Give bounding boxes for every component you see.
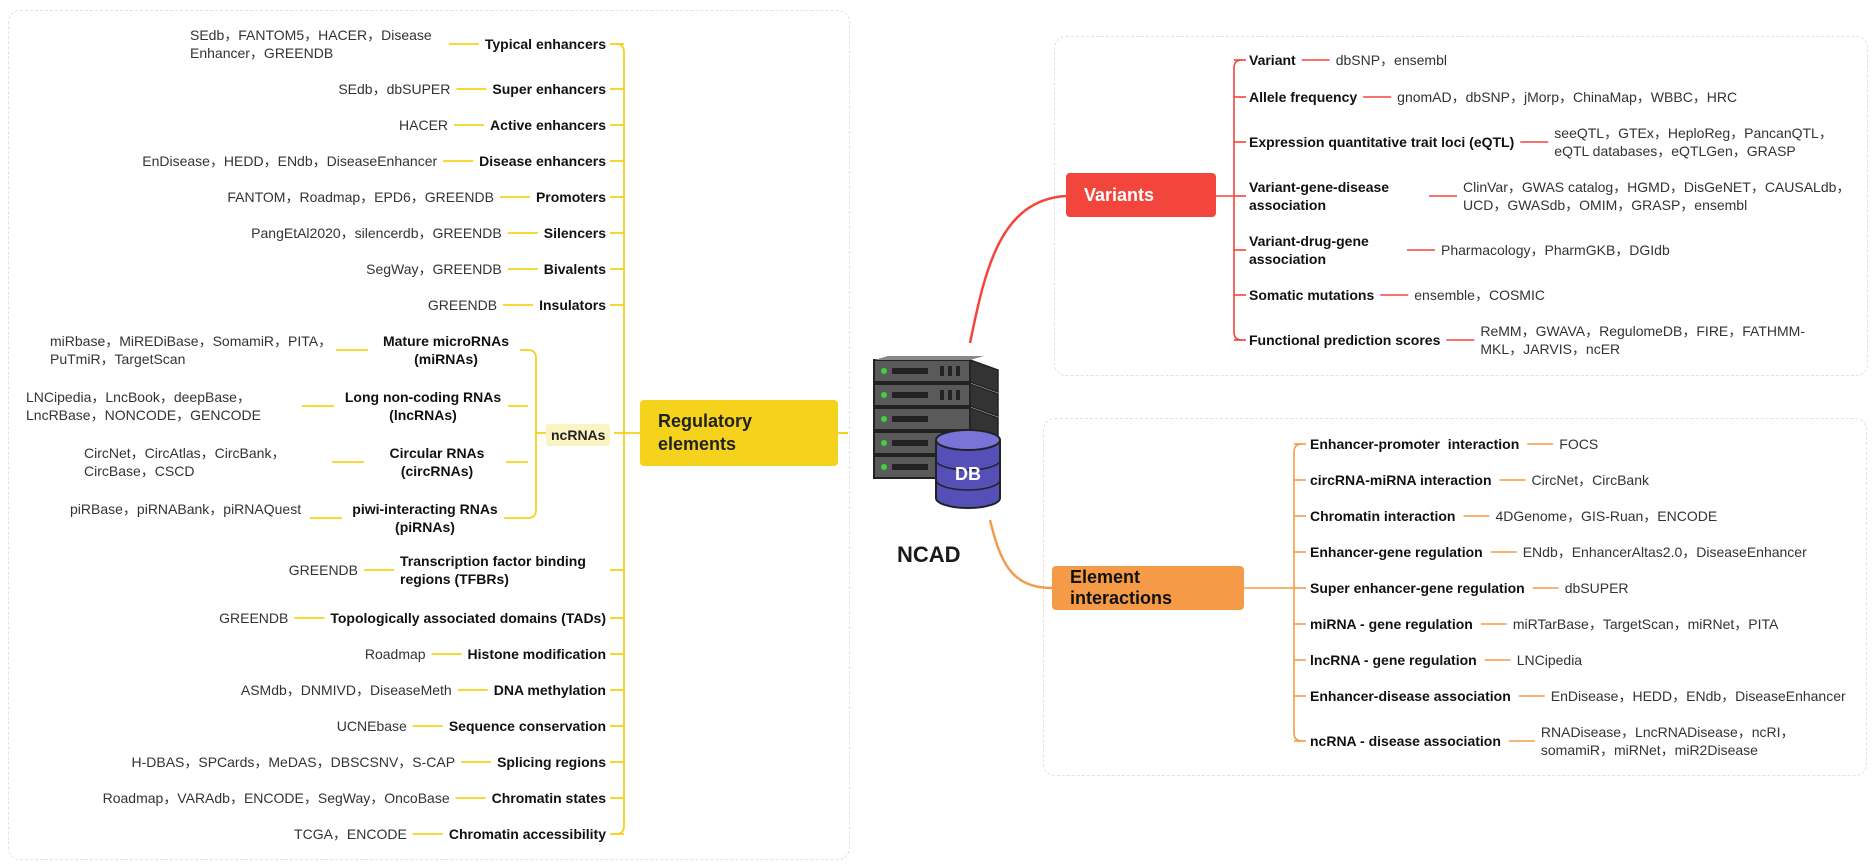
variants-item-sources: ClinVar，GWAS catalog，HGMD，DisGeNET，CAUSA… xyxy=(1463,179,1851,213)
variants-item-sources: gnomAD，dbSNP，jMorp，ChinaMap，WBBC，HRC xyxy=(1397,89,1738,105)
element-interactions-title: Element interactions xyxy=(1070,567,1173,608)
variants-item-label: Somatic mutations xyxy=(1249,287,1375,303)
ncad-title: NCAD xyxy=(897,542,961,567)
ncrna-item-sources: piRBase，piRNABank，piRNAQuest xyxy=(70,501,302,517)
ncrna-item-sources: LNCipedia，LncBook，deepBase，LncRBase，NONC… xyxy=(26,389,261,423)
ncrna-node[interactable]: ncRNAs xyxy=(546,424,611,446)
regulatory-item-label: Splicing regions xyxy=(497,754,606,770)
regulatory-item-sources: TCGA，ENCODE xyxy=(294,826,407,842)
regulatory-item-sources: FANTOM，Roadmap，EPD6，GREENDB xyxy=(227,189,494,205)
interactions-item-label: lncRNA - gene regulation xyxy=(1310,652,1477,668)
regulatory-item-sources: SEdb，dbSUPER xyxy=(338,81,451,97)
variants-region xyxy=(1054,36,1868,376)
regulatory-elements-topic[interactable]: Regulatory elements xyxy=(640,400,838,466)
regulatory-item-sources: HACER xyxy=(399,117,449,133)
regulatory-item-label: Topologically associated domains (TADs) xyxy=(330,610,606,626)
element-interactions-topic[interactable]: Element interactions xyxy=(1052,566,1244,610)
interactions-item-sources: dbSUPER xyxy=(1564,580,1629,596)
regulatory-item-label: Transcription factor binding regions (TF… xyxy=(400,553,586,587)
ncrna-item-sources: miRbase，MiREDiBase，SomamiR，PITA，PuTmiR，T… xyxy=(50,333,333,367)
interactions-item-label: Enhancer-gene regulation xyxy=(1310,544,1483,560)
variants-item-sources: ReMM，GWAVA，RegulomeDB，FIRE，FATHMM-MKL，JA… xyxy=(1480,323,1805,357)
database-server-icon: DB xyxy=(873,356,1001,509)
variants-item-label: Functional prediction scores xyxy=(1249,332,1441,348)
regulatory-item-label: Typical enhancers xyxy=(484,36,606,52)
interactions-item-sources: FOCS xyxy=(1559,436,1599,452)
variants-topic[interactable]: Variants xyxy=(1066,173,1216,217)
regulatory-item-label: Disease enhancers xyxy=(479,153,606,169)
regulatory-item-sources: Roadmap xyxy=(364,646,426,662)
regulatory-item-sources: ASMdb，DNMIVD，DiseaseMeth xyxy=(240,682,452,698)
regulatory-item-label: Silencers xyxy=(543,225,606,241)
variants-item-sources: seeQTL，GTEx，HeploReg，PancanQTL，eQTL data… xyxy=(1554,125,1833,159)
regulatory-item-sources: SegWay，GREENDB xyxy=(366,261,502,277)
interactions-item-label: Enhancer-disease association xyxy=(1310,688,1511,704)
regulatory-item-sources: SEdb，FANTOM5，HACER，Disease Enhancer，GREE… xyxy=(190,27,432,61)
ncrna-item-label: Mature microRNAs (miRNAs) xyxy=(382,333,510,367)
ncrna-item-sources: CircNet，CircAtlas，CircBank，CircBase，CSCD xyxy=(84,445,286,479)
regulatory-item-label: Chromatin accessibility xyxy=(448,826,606,842)
ncrna-item-label: Long non-coding RNAs (lncRNAs) xyxy=(344,389,502,423)
interactions-item-sources: miRTarBase，TargetScan，miRNet，PITA xyxy=(1512,616,1779,632)
variants-item-sources: dbSNP，ensembl xyxy=(1335,52,1447,68)
regulatory-item-sources: H-DBAS，SPCards，MeDAS，DBSCSNV，S-CAP xyxy=(131,754,456,770)
interactions-item-sources: EnDisease，HEDD，ENdb，DiseaseEnhancer xyxy=(1550,688,1846,704)
interactions-item-label: Chromatin interaction xyxy=(1310,508,1456,524)
regulatory-item-sources: UCNEbase xyxy=(336,718,407,734)
ncrna-item-label: Circular RNAs (circRNAs) xyxy=(389,445,485,479)
interactions-item-sources: ENdb，EnhancerAltas2.0，DiseaseEnhancer xyxy=(1522,544,1807,560)
regulatory-item-sources: EnDisease，HEDD，ENdb，DiseaseEnhancer xyxy=(142,153,438,169)
interactions-item-sources: RNADisease，LncRNADisease，ncRI，somamiR，mi… xyxy=(1540,724,1795,758)
regulatory-item-label: Histone modification xyxy=(467,646,606,662)
variants-item-label: Variant-drug-gene association xyxy=(1249,233,1369,267)
interactions-item-label: Super enhancer-gene regulation xyxy=(1310,580,1525,596)
regulatory-item-label: Sequence conservation xyxy=(448,718,606,734)
interactions-item-sources: CircNet，CircBank xyxy=(1531,472,1649,488)
regulatory-item-label: DNA methylation xyxy=(493,682,606,698)
regulatory-item-label: Active enhancers xyxy=(490,117,606,133)
interactions-item-sources: 4DGenome，GIS-Ruan，ENCODE xyxy=(1495,508,1718,524)
regulatory-region xyxy=(8,10,850,860)
regulatory-item-label: Bivalents xyxy=(543,261,606,277)
regulatory-item-label: Super enhancers xyxy=(492,81,606,97)
regulatory-item-label: Promoters xyxy=(535,189,606,205)
variants-item-sources: ensemble，COSMIC xyxy=(1414,287,1545,303)
interactions-region xyxy=(1043,418,1867,776)
regulatory-item-sources: PangEtAl2020，silencerdb，GREENDB xyxy=(251,225,502,241)
variants-item-label: Allele frequency xyxy=(1249,89,1358,105)
db-label: DB xyxy=(955,464,981,484)
interactions-item-label: miRNA - gene regulation xyxy=(1310,616,1473,632)
interactions-item-sources: LNCipedia xyxy=(1516,652,1583,668)
regulatory-item-label: Insulators xyxy=(539,297,606,313)
variants-item-sources: Pharmacology，PharmGKB，DGIdb xyxy=(1441,242,1670,258)
variants-title: Variants xyxy=(1084,184,1155,205)
regulatory-item-sources: GREENDB xyxy=(427,297,498,313)
regulatory-item-sources: GREENDB xyxy=(219,610,289,626)
interactions-item-label: ncRNA - disease association xyxy=(1310,733,1501,749)
regulatory-item-sources: GREENDB xyxy=(288,562,358,578)
variants-item-label: Variant xyxy=(1249,52,1296,68)
variants-item-label: Variant-gene-disease association xyxy=(1249,179,1390,213)
ncrna-item-label: piwi-interacting RNAs (piRNAs) xyxy=(352,501,498,535)
regulatory-elements-title: Regulatory elements xyxy=(658,411,753,454)
regulatory-item-label: Chromatin states xyxy=(491,790,606,806)
interactions-item-label: Enhancer-promoter interaction xyxy=(1310,436,1520,452)
interactions-item-label: circRNA-miRNA interaction xyxy=(1310,472,1492,488)
variants-item-label: Expression quantitative trait loci (eQTL… xyxy=(1249,134,1515,150)
regulatory-item-sources: Roadmap，VARAdb，ENCODE，SegWay，OncoBase xyxy=(102,790,450,806)
